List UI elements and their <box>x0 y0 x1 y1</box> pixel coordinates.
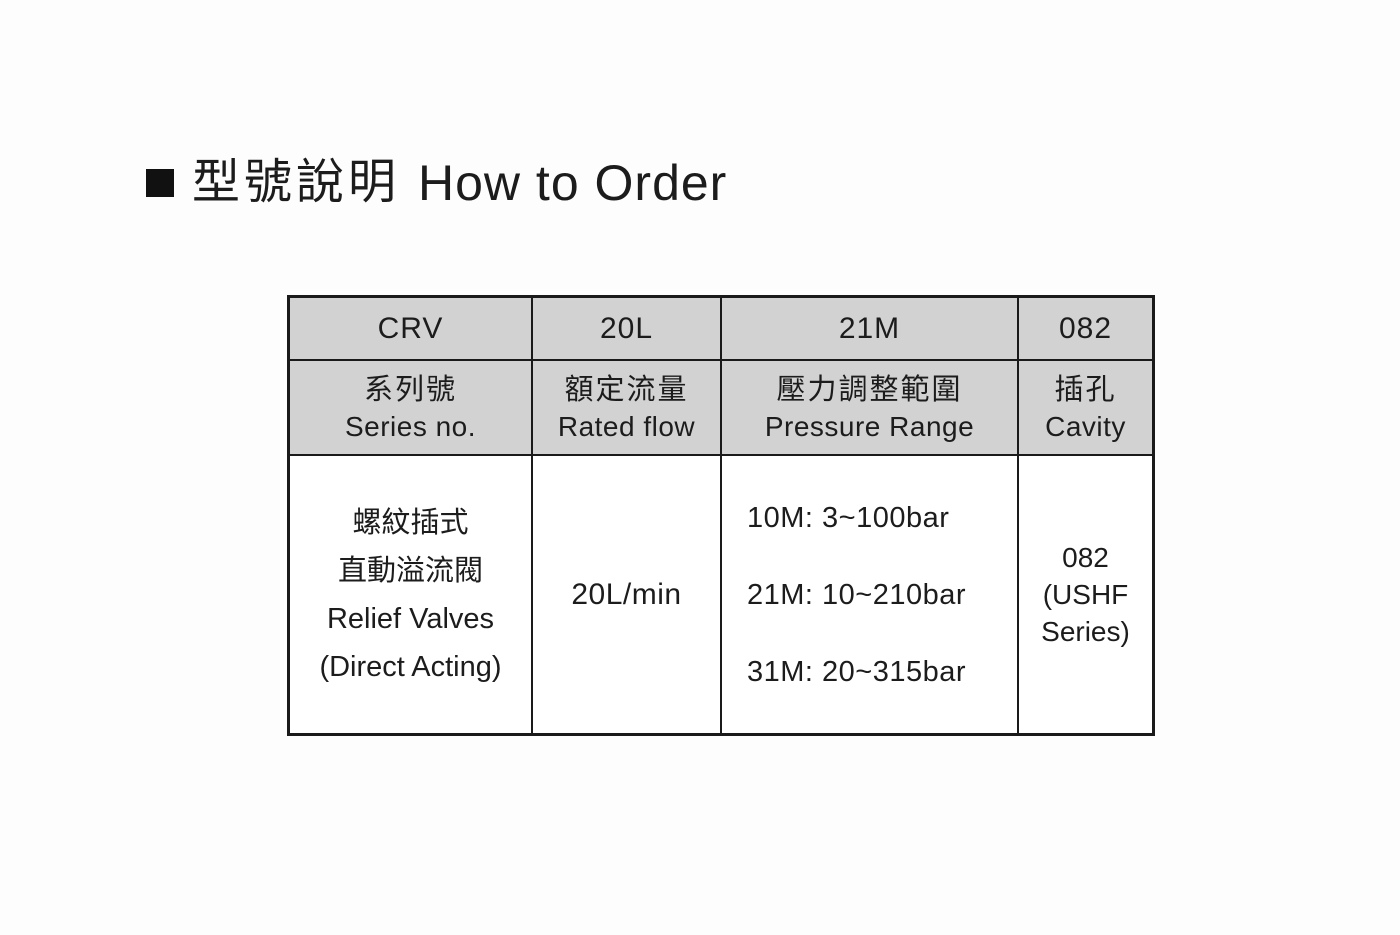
header-pressure-cjk: 壓力調整範圍 <box>776 373 963 406</box>
pressure-option: 31M: 20~315bar <box>747 655 967 688</box>
detail-flow-cell: 20L/min <box>533 456 722 733</box>
model-code-cavity-cell: 082 <box>1019 298 1152 361</box>
model-code-series: CRV <box>377 311 444 345</box>
header-flow-en: Rated flow <box>557 410 696 442</box>
model-code-pressure: 21M <box>838 311 901 345</box>
detail-series-cell: 螺紋插式 直動溢流閥 Relief Valves (Direct Acting) <box>290 456 533 733</box>
header-pressure-cell: 壓力調整範圍 Pressure Range <box>722 361 1019 456</box>
rated-flow-value: 20L/min <box>571 577 682 611</box>
model-code-pressure-cell: 21M <box>722 298 1019 361</box>
series-description-line: 螺紋插式 <box>352 506 469 539</box>
detail-pressure-cell: 10M: 3~100bar 21M: 10~210bar 31M: 20~315… <box>722 456 1019 733</box>
header-cavity-cell: 插孔 Cavity <box>1019 361 1152 456</box>
series-description-line: 直動溢流閥 <box>337 554 483 587</box>
model-code-flow-cell: 20L <box>533 298 722 361</box>
cavity-value-line: (USHF <box>1042 579 1129 610</box>
header-flow-cjk: 額定流量 <box>564 373 689 406</box>
pressure-option: 10M: 3~100bar <box>747 501 950 534</box>
header-series-en: Series no. <box>344 410 477 442</box>
series-description-line: Relief Valves <box>326 602 495 635</box>
model-code-cavity: 082 <box>1058 311 1113 345</box>
section-title-cjk: 型號說明 <box>192 156 401 209</box>
pressure-option: 21M: 10~210bar <box>747 578 967 611</box>
cavity-value-line: 082 <box>1062 542 1109 573</box>
cavity-value-line: Series) <box>1041 616 1130 647</box>
section-title-en: How to Order <box>418 155 728 211</box>
detail-cavity-cell: 082 (USHF Series) <box>1019 456 1152 733</box>
model-code-series-cell: CRV <box>290 298 533 361</box>
series-description-line: (Direct Acting) <box>319 650 502 683</box>
header-cavity-cjk: 插孔 <box>1054 373 1117 406</box>
how-to-order-table: CRV 20L 21M 082 系列號 Series no. 額定流量 Rate… <box>287 295 1155 736</box>
model-code-flow: 20L <box>599 311 654 345</box>
header-pressure-en: Pressure Range <box>764 410 975 442</box>
header-flow-cell: 額定流量 Rated flow <box>533 361 722 456</box>
header-series-cjk: 系列號 <box>363 373 457 406</box>
section-title: 型號說明 How to Order <box>146 158 727 208</box>
square-bullet-icon <box>146 169 174 197</box>
header-series-cell: 系列號 Series no. <box>290 361 533 456</box>
header-cavity-en: Cavity <box>1045 410 1126 442</box>
